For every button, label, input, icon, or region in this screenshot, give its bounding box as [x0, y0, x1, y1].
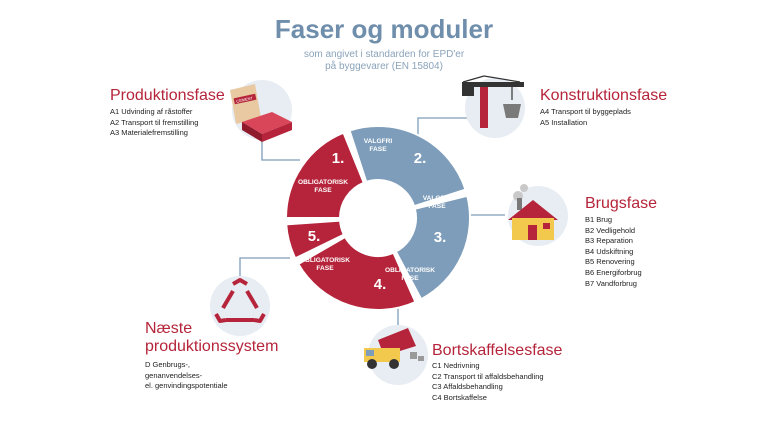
- truck-wheel: [367, 359, 377, 369]
- recycle-arrow: [245, 289, 259, 310]
- crane-cable: [462, 75, 485, 83]
- konstruktionsfase-list: A4 Transport til byggeplads A5 Installat…: [540, 107, 631, 128]
- chimney: [517, 198, 522, 210]
- connector-line: [239, 257, 290, 282]
- phase-segment-label: FASE: [401, 275, 419, 282]
- naeste-list: D Genbrugs-, genanvendelses- el. genvind…: [145, 360, 228, 392]
- crane-icon: [462, 75, 524, 128]
- phase-segment-label: FASE: [316, 265, 334, 272]
- rubble: [410, 352, 417, 359]
- phase-segment: [285, 219, 346, 260]
- page-subtitle: som angivet i standarden for EPD'er på b…: [0, 49, 768, 73]
- recycle-arrow: [221, 289, 235, 310]
- list-item: C3 Affaldsbehandling: [432, 382, 503, 392]
- list-item: B1 Brug: [585, 215, 613, 224]
- phase-segment-label: FASE: [369, 146, 387, 153]
- produktionsfase-title: Produktionsfase: [110, 87, 225, 104]
- connector-lines: [239, 117, 505, 338]
- naeste-title-line: Næste: [145, 320, 193, 337]
- bortskaffelsesfase-title: Bortskaffelsesfase: [432, 342, 563, 359]
- brugsfase-title: Brugsfase: [585, 195, 658, 212]
- list-item: C2 Transport til affaldsbehandling: [432, 371, 544, 381]
- list-item: B3 Reparation: [585, 236, 633, 246]
- crane-jib: [462, 82, 524, 87]
- list-item: A1 Udvinding af råstoffer: [110, 107, 193, 116]
- smoke-puff: [520, 184, 528, 192]
- list-item: D Genbrugs-,: [145, 360, 191, 369]
- list-item: el. genvindingspotentiale: [145, 381, 228, 391]
- list-item: A4 Transport til byggeplads: [540, 107, 631, 116]
- list-item: A5 Installation: [540, 117, 588, 127]
- phase-segment: [296, 235, 417, 311]
- phase-segment-label: OBLIGATORISK: [298, 179, 348, 186]
- connector-line: [417, 117, 468, 140]
- naeste-title-line: produktionssystem: [145, 338, 279, 355]
- recycle-arrow: [253, 313, 266, 323]
- naeste-title: Næste produktionssystem: [145, 320, 278, 356]
- crane-tower: [480, 82, 488, 128]
- phase-segment-number: 1.: [332, 150, 345, 167]
- produktionsfase-list: A1 Udvinding af råstoffer A2 Transport t…: [110, 107, 198, 139]
- house-window: [543, 223, 550, 229]
- house-roof: [508, 200, 558, 220]
- list-item: C1 Nedrivning: [432, 361, 480, 370]
- dump-truck-icon: [364, 328, 424, 369]
- recycle-arrow: [232, 278, 248, 286]
- bricks-front: [262, 122, 292, 142]
- truck-wheel: [389, 359, 399, 369]
- phase-segment-number: 3.: [434, 229, 447, 246]
- subtitle-line: på byggevarer (EN 15804): [325, 61, 443, 72]
- house-door: [528, 225, 537, 240]
- bricks-top: [242, 112, 292, 134]
- recycle-arrow: [214, 313, 227, 323]
- cement-bag: [230, 84, 261, 124]
- phase-segment-number: 5.: [308, 228, 321, 245]
- crane-bucket: [503, 104, 521, 118]
- list-item: B2 Vedligehold: [585, 225, 636, 235]
- list-item: B6 Energiforbrug: [585, 267, 642, 277]
- phase-segment-label: FASE: [428, 203, 446, 210]
- phase-segment: [394, 194, 471, 301]
- phase-segment-number: 4.: [374, 276, 387, 293]
- konstruktionsfase-title: Konstruktionsfase: [540, 87, 668, 104]
- connector-line: [261, 135, 300, 161]
- list-item: A3 Materialefremstilling: [110, 128, 188, 138]
- list-item: A2 Transport til fremstilling: [110, 117, 199, 127]
- cement-label: CEMENT: [236, 95, 254, 104]
- subtitle-line: som angivet i standarden for EPD'er: [303, 49, 465, 60]
- phase-segment: [284, 131, 366, 219]
- list-item: B7 Vandforbrug: [585, 278, 637, 288]
- list-item: B5 Renovering: [585, 257, 635, 267]
- phase-segment-number: 2.: [414, 150, 427, 167]
- recycle-icon: [214, 278, 266, 323]
- list-item: C4 Bortskaffelse: [432, 392, 487, 402]
- phase-segment: [348, 125, 467, 208]
- cement-bricks-icon: CEMENT: [230, 84, 292, 142]
- crane-counterweight: [462, 87, 474, 96]
- page-title: Faser og moduler: [274, 14, 494, 44]
- truck-window: [366, 350, 374, 356]
- list-item: genanvendelses-: [145, 370, 203, 380]
- bortskaffelsesfase-list: C1 Nedrivning C2 Transport til affaldsbe…: [432, 361, 544, 403]
- rubble: [418, 356, 424, 361]
- phase-wheel: OBLIGATORISKFASE1.VALGFRIFASE2.VALGFRIFA…: [284, 125, 471, 311]
- bricks-side: [242, 122, 262, 142]
- list-item: B4 Udskiftning: [585, 246, 634, 256]
- phase-segment-label: VALGFRI: [364, 138, 393, 145]
- cement-bag-band: [233, 93, 257, 105]
- phase-segment-label: OBLIGATORISK: [300, 257, 350, 264]
- phase-segment-label: VALGFRI: [423, 195, 452, 202]
- brugsfase-list: B1 Brug B2 Vedligehold B3 Reparation B4 …: [585, 215, 642, 289]
- phase-segment-label: OBLIGATORISK: [385, 267, 435, 274]
- phase-segment-label: FASE: [314, 187, 332, 194]
- crane-cable: [483, 75, 521, 83]
- house-icon: [508, 184, 558, 240]
